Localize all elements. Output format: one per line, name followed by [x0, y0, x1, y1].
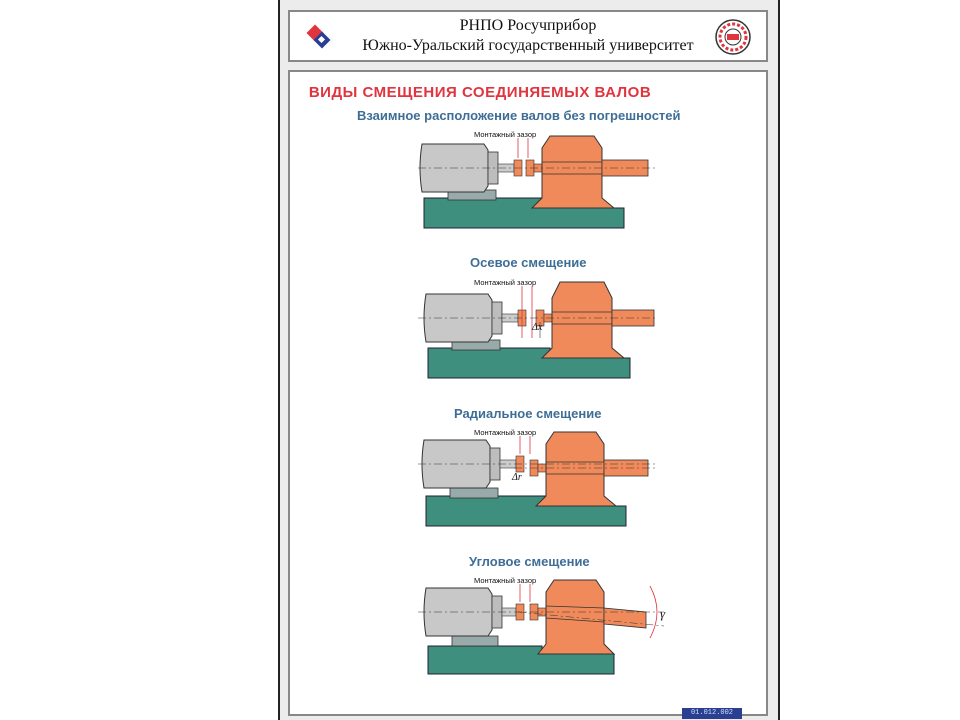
gap-label-2: Монтажный зазор [474, 278, 537, 287]
section-title-axial: Осевое смещение [470, 255, 587, 270]
section-title-no-error: Взаимное расположение валов без погрешно… [357, 108, 681, 123]
angular-gamma-symbol: γ [660, 606, 666, 621]
diagram-axial [418, 281, 656, 379]
section-title-angular: Угловое смещение [469, 554, 590, 569]
footer-code: 01.012.002 [682, 708, 742, 719]
content-panel [288, 70, 768, 716]
diagram-no-error [418, 135, 656, 229]
axial-delta-symbol: Δx [532, 322, 543, 333]
main-title: ВИДЫ СМЕЩЕНИЯ СОЕДИНЯЕМЫХ ВАЛОВ [308, 84, 652, 101]
gap-label-4: Монтажный зазор [474, 576, 537, 585]
diagram-angular [418, 579, 665, 675]
gap-label-1: Монтажный зазор [474, 130, 537, 139]
gap-label-3: Монтажный зазор [474, 428, 537, 437]
rospribor-logo-icon [306, 24, 331, 49]
university-emblem-icon [715, 19, 751, 55]
diagram-radial [418, 431, 656, 527]
section-title-radial: Радиальное смещение [454, 406, 602, 421]
header-plate: РНПО Росучприбор Южно-Уральский государс… [288, 10, 768, 62]
radial-delta-symbol: Δr [512, 472, 522, 483]
header-university: Южно-Уральский государственный университ… [362, 37, 694, 54]
header-org: РНПО Росучприбор [459, 17, 597, 34]
